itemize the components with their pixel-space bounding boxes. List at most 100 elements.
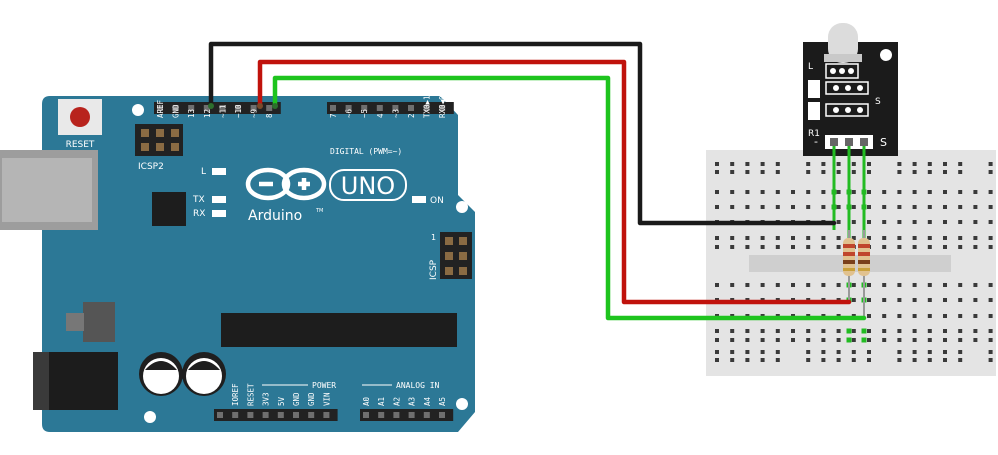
header-pin xyxy=(378,412,385,418)
header-pin xyxy=(188,105,195,111)
breadboard-hole xyxy=(730,236,735,240)
breadboard-hole xyxy=(988,329,993,333)
breadboard-hole xyxy=(927,162,932,166)
breadboard-hole xyxy=(912,190,917,194)
module-label-l: L xyxy=(808,62,813,72)
breadboard-hole xyxy=(988,338,993,342)
pin-label: 2 xyxy=(407,113,416,118)
power-jack-front xyxy=(33,352,49,410)
breadboard-hole xyxy=(973,220,978,224)
breadboard-hole xyxy=(745,162,750,166)
breadboard-hole xyxy=(730,205,735,209)
pin-label: A4 xyxy=(423,396,432,406)
breadboard-hole xyxy=(715,283,719,287)
breadboard-hole xyxy=(851,162,856,166)
breadboard-hole xyxy=(927,220,932,224)
breadboard-hole xyxy=(988,314,993,318)
breadboard-hole xyxy=(775,162,780,166)
led-rim xyxy=(824,54,862,62)
breadboard-hole xyxy=(851,329,856,333)
led-rx-label: RX xyxy=(193,209,205,219)
led-on-label: ON xyxy=(430,196,444,206)
mounting-hole xyxy=(132,104,144,116)
pin-label: TX0▶1 xyxy=(423,95,432,118)
pin-label: VIN xyxy=(322,392,331,406)
breadboard-hole xyxy=(821,162,826,166)
header-pin xyxy=(376,105,383,111)
header-pin xyxy=(393,412,400,418)
breadboard-hole xyxy=(958,329,963,333)
breadboard-hole xyxy=(821,245,826,249)
digital-label: DIGITAL (PWM=~) xyxy=(330,147,402,156)
breadboard-hole xyxy=(806,329,811,333)
breadboard-hole xyxy=(973,298,978,302)
breadboard-hole xyxy=(851,350,856,354)
breadboard-hole xyxy=(988,283,993,287)
breadboard-hole xyxy=(897,350,902,354)
breadboard-hole xyxy=(760,245,765,249)
breadboard-hole xyxy=(851,205,856,209)
header-pin xyxy=(363,412,369,418)
breadboard-hole xyxy=(912,245,917,249)
header-pin xyxy=(217,412,223,418)
breadboard-hole xyxy=(882,205,887,209)
breadboard-hole xyxy=(775,358,780,362)
breadboard-hole xyxy=(958,220,963,224)
breadboard-hole xyxy=(821,329,826,333)
breadboard-hole xyxy=(775,170,780,174)
breadboard-hole xyxy=(851,338,856,342)
breadboard-hole xyxy=(791,245,795,249)
breadboard-hole xyxy=(973,329,978,333)
reset-button-cap[interactable] xyxy=(70,107,90,127)
breadboard-hole xyxy=(943,220,947,224)
breadboard-hole xyxy=(867,358,871,362)
breadboard-hole xyxy=(882,314,887,318)
breadboard-hole xyxy=(897,170,902,174)
breadboard-hole xyxy=(958,338,963,342)
pin-label: 7 xyxy=(329,113,338,118)
pin-label: ~10 xyxy=(234,104,243,118)
breadboard-hole-connected xyxy=(846,337,852,343)
pin-label: ~6 xyxy=(345,108,354,118)
breadboard-hole xyxy=(958,283,963,287)
pin-label: AREF xyxy=(156,99,165,118)
breadboard-hole xyxy=(745,329,750,333)
header-pin xyxy=(308,412,315,418)
breadboard-hole xyxy=(821,338,826,342)
led-l xyxy=(212,168,226,175)
module-legs xyxy=(832,138,866,238)
breadboard-hole xyxy=(988,190,993,194)
arduino-uno-board: RESET ICSP2 xyxy=(0,95,475,432)
breadboard-hole xyxy=(791,338,795,342)
breadboard-hole xyxy=(821,350,826,354)
breadboard-hole xyxy=(867,298,871,302)
breadboard-hole xyxy=(958,245,963,249)
voltage-regulator-leg xyxy=(66,313,84,331)
header-pin xyxy=(277,412,284,418)
breadboard-hole xyxy=(745,358,750,362)
breadboard-hole xyxy=(745,236,750,240)
breadboard-hole xyxy=(730,170,735,174)
breadboard-hole xyxy=(715,338,719,342)
breadboard-hole xyxy=(715,205,719,209)
breadboard-hole xyxy=(806,236,811,240)
breadboard-hole xyxy=(943,170,947,174)
led-body xyxy=(828,23,858,63)
breadboard-hole xyxy=(806,190,811,194)
breadboard-hole xyxy=(897,205,902,209)
breadboard-hole xyxy=(973,236,978,240)
breadboard-hole xyxy=(715,358,719,362)
breadboard-hole xyxy=(958,358,963,362)
breadboard-hole xyxy=(851,170,856,174)
breadboard-hole xyxy=(973,283,978,287)
breadboard-hole xyxy=(715,329,719,333)
pin-label: 13 xyxy=(187,109,196,118)
breadboard-hole xyxy=(851,236,856,240)
breadboard-hole xyxy=(760,350,765,354)
header-pin xyxy=(392,105,399,111)
breadboard-hole xyxy=(943,245,947,249)
icsp-header xyxy=(440,232,472,279)
breadboard-hole xyxy=(943,298,947,302)
